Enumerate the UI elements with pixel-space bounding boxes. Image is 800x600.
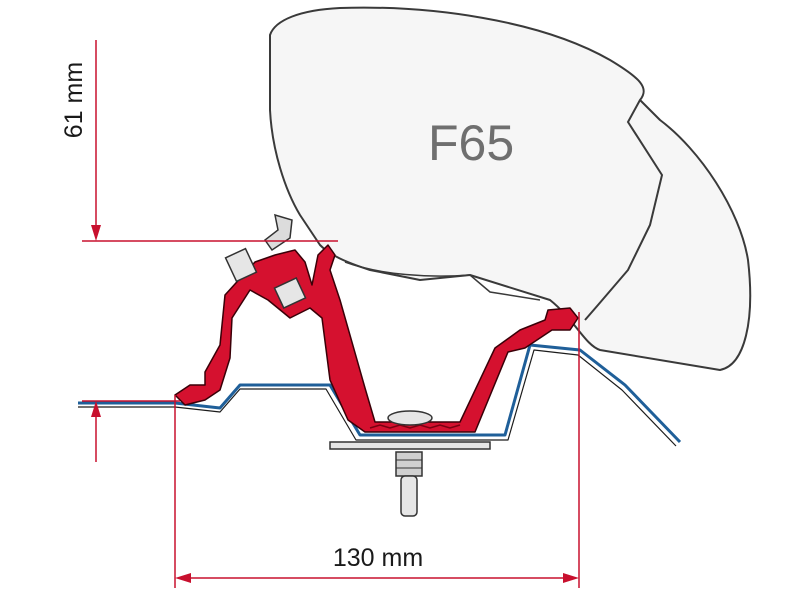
width-label: 130 mm xyxy=(333,544,423,572)
bracket-serration xyxy=(369,424,461,429)
roof-profile xyxy=(78,343,682,447)
nut-lower xyxy=(395,451,423,477)
model-label: F65 xyxy=(428,115,514,171)
bolt-head-lower xyxy=(387,410,433,426)
housing-lower-edge xyxy=(344,261,541,301)
height-dimension: 61 mm xyxy=(60,40,338,462)
bolt-shank xyxy=(400,475,418,517)
nut-upper xyxy=(273,276,307,310)
width-arrow-left xyxy=(175,573,191,583)
width-arrow-right xyxy=(563,573,579,583)
housing-front-seam xyxy=(584,99,664,321)
housing-clip xyxy=(263,213,293,252)
height-arrow-bottom xyxy=(91,401,101,417)
height-label: 61 mm xyxy=(60,62,88,138)
washer-plate xyxy=(329,441,491,450)
height-arrow-top xyxy=(91,225,101,241)
nut-lower-thread xyxy=(396,459,422,469)
width-dimension: 130 mm xyxy=(174,312,580,588)
bolt-head-upper xyxy=(224,247,258,283)
